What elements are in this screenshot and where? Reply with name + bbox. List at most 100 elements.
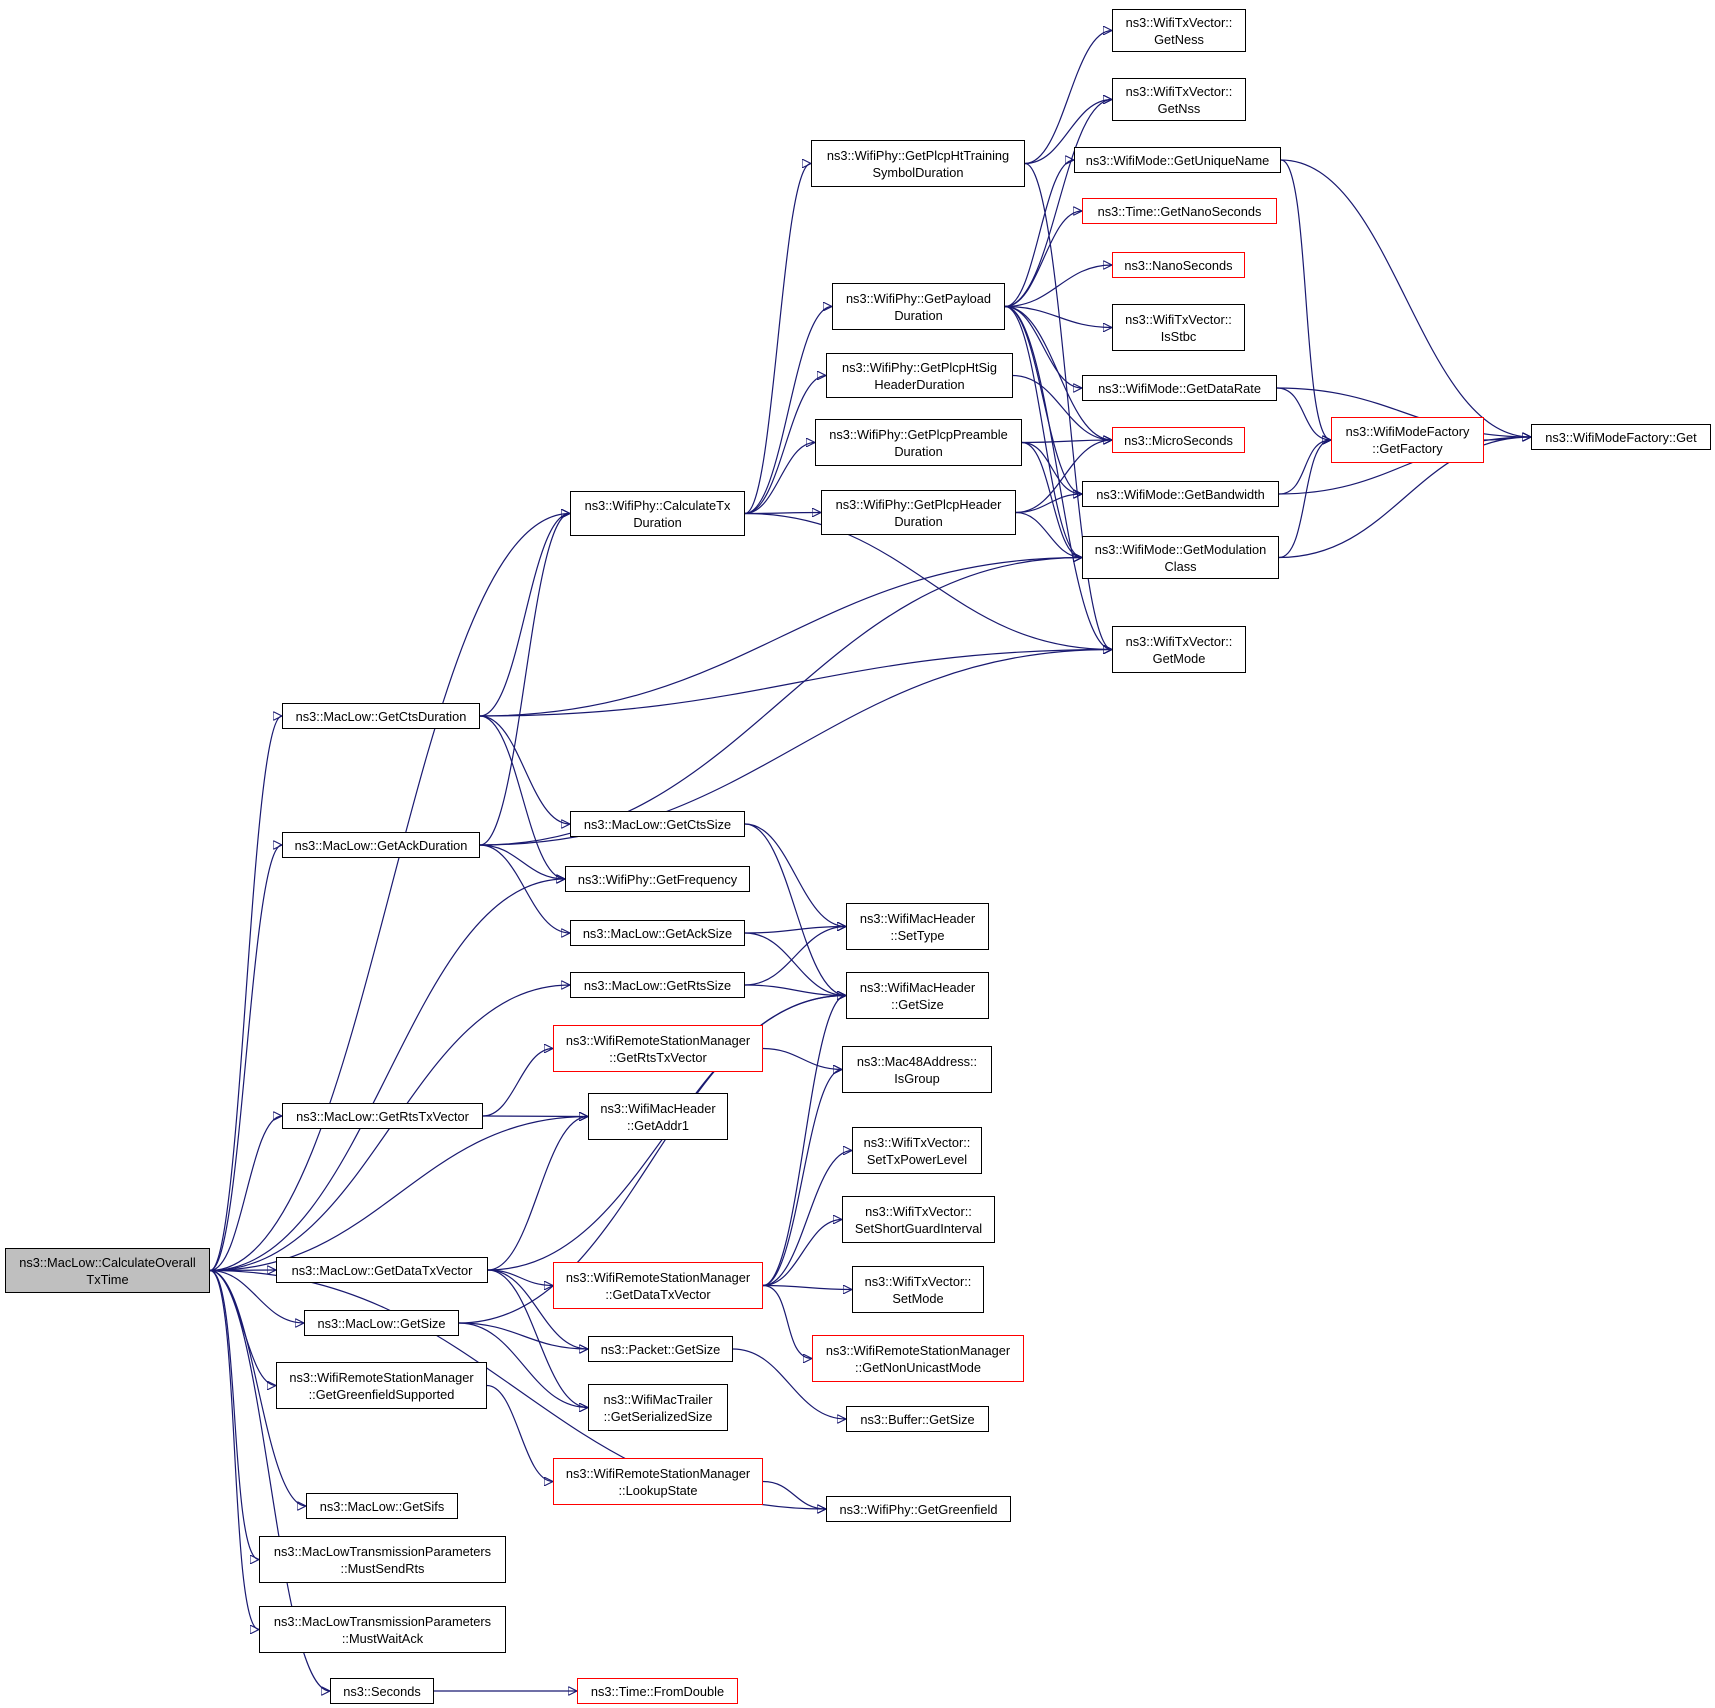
node-ctsSize[interactable]: ns3::MacLow::GetCtsSize	[570, 811, 745, 837]
node-bufSize[interactable]: ns3::Buffer::GetSize	[846, 1406, 989, 1432]
node-rtsSize[interactable]: ns3::MacLow::GetRtsSize	[570, 972, 745, 998]
node-fromDouble[interactable]: ns3::Time::FromDouble	[577, 1678, 738, 1704]
edge-calcTx-to-preamble	[744, 443, 816, 515]
node-label-line: ns3::WifiMacHeader	[859, 979, 976, 995]
node-ackDur[interactable]: ns3::MacLow::GetAckDuration	[282, 832, 480, 858]
node-dataTxVec[interactable]: ns3::MacLow::GetDataTxVector	[276, 1257, 488, 1283]
node-nonUnicast[interactable]: ns3::WifiRemoteStationManager::GetNonUni…	[812, 1335, 1024, 1382]
edge-getDataTxVecMgr-to-isGroup	[762, 1070, 843, 1287]
edge-payload-to-isStbc	[1004, 305, 1112, 328]
node-ackSize[interactable]: ns3::MacLow::GetAckSize	[570, 920, 745, 946]
node-getFreq[interactable]: ns3::WifiPhy::GetFrequency	[565, 866, 750, 892]
node-setPower[interactable]: ns3::WifiTxVector::SetTxPowerLevel	[852, 1127, 982, 1174]
node-uniqueName[interactable]: ns3::WifiMode::GetUniqueName	[1074, 147, 1281, 173]
node-label-line: Duration	[894, 307, 943, 323]
node-label-line: ns3::WifiMacHeader	[600, 1100, 716, 1116]
edge-root-to-ackDur	[209, 845, 283, 1272]
node-setMode[interactable]: ns3::WifiTxVector::SetMode	[852, 1266, 984, 1313]
edge-getDataTxVecMgr-to-setPower	[762, 1151, 852, 1287]
node-label-line: ns3::WifiModeFactory::Get	[1545, 429, 1697, 445]
edge-getDataTxVecMgr-to-hdrSize	[762, 996, 847, 1287]
edge-htTrain-to-getNss	[1024, 100, 1112, 165]
node-factory[interactable]: ns3::WifiModeFactory::GetFactory	[1331, 417, 1484, 463]
node-label-line: Duration	[894, 513, 943, 529]
edge-getDataTxVecMgr-to-nonUnicast	[762, 1284, 813, 1359]
node-seconds[interactable]: ns3::Seconds	[330, 1678, 434, 1704]
node-label-line: ::LookupState	[618, 1482, 698, 1498]
node-label-line: ::GetDataTxVector	[605, 1286, 711, 1302]
node-label-line: ns3::MacLowTransmissionParameters	[273, 1613, 492, 1629]
edge-root-to-calcTx	[209, 514, 570, 1272]
node-greenSupp[interactable]: ns3::WifiRemoteStationManager::GetGreenf…	[276, 1362, 487, 1409]
node-label-line: ns3::MacLow::GetRtsSize	[583, 977, 732, 993]
edge-factory-to-factoryGet	[1483, 437, 1531, 440]
node-getMode[interactable]: ns3::WifiTxVector::GetMode	[1112, 626, 1246, 673]
node-getNss[interactable]: ns3::WifiTxVector::GetNss	[1112, 78, 1246, 121]
node-isGroup[interactable]: ns3::Mac48Address::IsGroup	[842, 1046, 992, 1093]
edge-plcpHdr-to-bandwidth	[1015, 494, 1082, 514]
node-label-line: ns3::WifiRemoteStationManager	[565, 1269, 751, 1285]
node-hdrSize[interactable]: ns3::WifiMacHeader::GetSize	[846, 972, 989, 1019]
edge-ctsDur-to-ctsSize	[479, 715, 570, 824]
node-getSize[interactable]: ns3::MacLow::GetSize	[304, 1310, 459, 1336]
node-lookup[interactable]: ns3::WifiRemoteStationManager::LookupSta…	[553, 1458, 763, 1505]
edge-root-to-mustAck	[209, 1269, 260, 1630]
node-sifs[interactable]: ns3::MacLow::GetSifs	[306, 1493, 458, 1519]
node-trailer[interactable]: ns3::WifiMacTrailer::GetSerializedSize	[588, 1384, 728, 1431]
node-label-line: ns3::WifiRemoteStationManager	[565, 1465, 751, 1481]
node-getRtsTxVecMgr[interactable]: ns3::WifiRemoteStationManager::GetRtsTxV…	[553, 1025, 763, 1072]
edge-payload-to-microSec	[1004, 305, 1112, 441]
node-label-line: ::GetSerializedSize	[603, 1408, 713, 1424]
node-label-line: ns3::WifiTxVector::	[1125, 311, 1232, 327]
node-label-line: ns3::WifiPhy::GetFrequency	[577, 871, 738, 887]
node-label-line: ns3::WifiMode::GetUniqueName	[1085, 152, 1270, 168]
node-bandwidth[interactable]: ns3::WifiMode::GetBandwidth	[1082, 481, 1279, 507]
node-setSgi[interactable]: ns3::WifiTxVector::SetShortGuardInterval	[842, 1196, 995, 1243]
node-label-line: ns3::Time::FromDouble	[590, 1683, 725, 1699]
edge-ctsDur-to-calcTx	[479, 514, 571, 717]
node-setType[interactable]: ns3::WifiMacHeader::SetType	[846, 903, 989, 950]
node-label-line: ns3::WifiPhy::GetPlcpHtTraining	[826, 147, 1010, 163]
edge-rtsSize-to-setType	[744, 927, 846, 986]
node-mustAck[interactable]: ns3::MacLowTransmissionParameters::MustW…	[259, 1606, 506, 1653]
node-mustRts[interactable]: ns3::MacLowTransmissionParameters::MustS…	[259, 1536, 506, 1583]
node-getNess[interactable]: ns3::WifiTxVector::GetNess	[1112, 9, 1246, 52]
node-getAddr1[interactable]: ns3::WifiMacHeader::GetAddr1	[588, 1093, 728, 1140]
node-label-line: ns3::Packet::GetSize	[600, 1341, 721, 1357]
node-label-line: ns3::WifiMacHeader	[859, 910, 976, 926]
node-getDataTxVecMgr[interactable]: ns3::WifiRemoteStationManager::GetDataTx…	[553, 1262, 763, 1309]
node-label-line: ns3::WifiTxVector::	[863, 1134, 971, 1150]
edge-payload-to-nanoGet	[1004, 211, 1083, 308]
edge-preamble-to-microSec	[1021, 440, 1112, 443]
node-greenfield[interactable]: ns3::WifiPhy::GetGreenfield	[826, 1496, 1011, 1522]
node-label-line: TxTime	[86, 1271, 129, 1287]
node-label-line: ns3::WifiTxVector::	[865, 1203, 972, 1219]
node-factoryGet[interactable]: ns3::WifiModeFactory::Get	[1531, 424, 1711, 450]
node-label-line: ns3::WifiTxVector::	[864, 1273, 972, 1289]
node-dataRate[interactable]: ns3::WifiMode::GetDataRate	[1082, 375, 1277, 401]
node-pktSize[interactable]: ns3::Packet::GetSize	[588, 1336, 733, 1362]
node-ctsDur[interactable]: ns3::MacLow::GetCtsDuration	[282, 703, 480, 729]
node-rtsTxVec[interactable]: ns3::MacLow::GetRtsTxVector	[282, 1103, 483, 1129]
edge-plcpHdr-to-microSec	[1015, 440, 1112, 514]
edge-getSize-to-trailer	[458, 1322, 588, 1408]
node-label-line: ::GetNonUnicastMode	[855, 1359, 981, 1375]
node-nanoSec[interactable]: ns3::NanoSeconds	[1112, 252, 1245, 278]
edge-root-to-getAddr1	[209, 1117, 588, 1272]
node-isStbc[interactable]: ns3::WifiTxVector::IsStbc	[1112, 304, 1245, 351]
edge-payload-to-uniqueName	[1004, 160, 1075, 308]
edge-pktSize-to-bufSize	[732, 1348, 846, 1419]
node-label-line: ns3::WifiRemoteStationManager	[289, 1369, 474, 1385]
node-microSec[interactable]: ns3::MicroSeconds	[1112, 427, 1245, 453]
node-nanoGet[interactable]: ns3::Time::GetNanoSeconds	[1082, 198, 1277, 224]
edge-rtsTxVec-to-getAddr1	[482, 1116, 588, 1117]
node-label-line: GetNess	[1154, 31, 1204, 47]
